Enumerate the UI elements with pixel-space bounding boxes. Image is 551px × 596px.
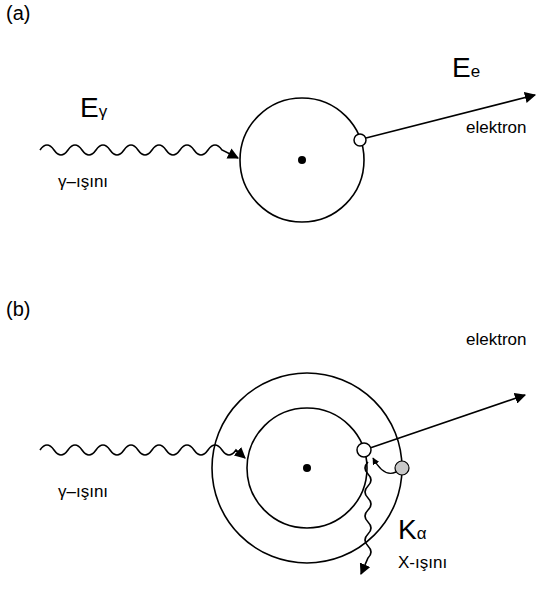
radiation-label: γ–ışını <box>58 482 108 502</box>
radiation-label: γ–ışını <box>58 172 108 192</box>
energy-symbol: Ee <box>452 52 480 84</box>
transition-arrow <box>373 458 396 473</box>
energy-symbol: Eγ <box>80 92 107 124</box>
electron-arrow <box>366 95 535 138</box>
radiation-label: X-ışını <box>398 553 447 573</box>
electron <box>354 134 366 146</box>
atom-shell <box>240 98 364 222</box>
panel-label: (a) <box>6 2 30 25</box>
particle-label: elektron <box>466 118 526 138</box>
inner-shell <box>247 408 367 528</box>
outer-shell <box>212 373 402 563</box>
particle-label: elektron <box>466 330 526 350</box>
electron-arrow <box>370 395 525 448</box>
gamma-wave <box>40 145 238 158</box>
xray-wave <box>361 462 371 574</box>
nucleus <box>298 156 306 164</box>
gamma-wave <box>40 445 245 458</box>
vacancy <box>357 443 371 457</box>
line-symbol: Kα <box>398 514 427 546</box>
outer-electron <box>395 461 409 475</box>
panel-label: (b) <box>6 298 30 321</box>
nucleus <box>303 464 311 472</box>
